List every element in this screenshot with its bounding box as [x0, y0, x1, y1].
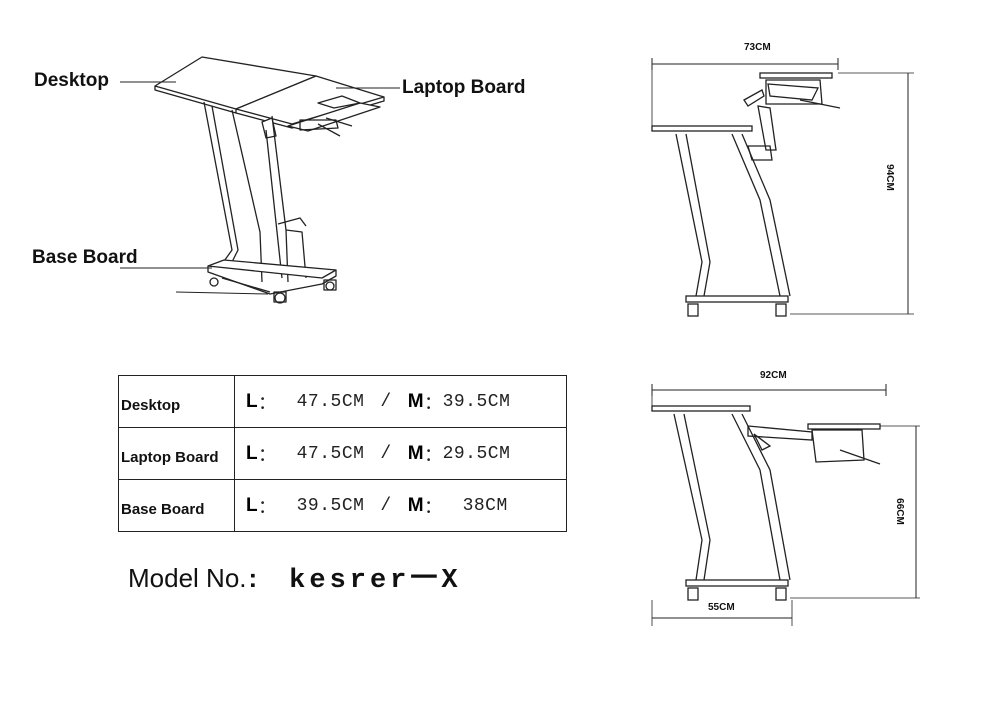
- bottom-width-label: 92CM: [760, 370, 787, 381]
- m-value: 39.5CM: [442, 391, 511, 412]
- row-value: L： 47.5CM / M：29.5CM: [234, 427, 567, 480]
- separator: /: [380, 495, 392, 516]
- l-value: 39.5CM: [296, 495, 365, 516]
- top-width-label: 73CM: [744, 42, 771, 53]
- row-value: L： 39.5CM / M：38CM: [234, 479, 567, 532]
- base-width-label: 55CM: [708, 602, 735, 613]
- row-value: L： 47.5CM / M：39.5CM: [234, 375, 567, 428]
- bottom-height-label: 66CM: [893, 498, 905, 525]
- desktop-callout: Desktop: [34, 70, 109, 91]
- l-value: 47.5CM: [296, 391, 365, 412]
- model-value: kesrer一X: [289, 566, 462, 596]
- laptop-board-callout: Laptop Board: [402, 77, 526, 98]
- model-label: Model No.: [128, 563, 247, 593]
- spec-table: Desktop L： 47.5CM / M：39.5CM Laptop Boar…: [118, 375, 567, 532]
- l-value: 47.5CM: [296, 443, 365, 464]
- m-value: 29.5CM: [442, 443, 511, 464]
- model-number: Model No.: kesrer一X: [128, 556, 462, 596]
- row-name: Laptop Board: [118, 427, 235, 480]
- m-label: M: [407, 390, 425, 412]
- table-row: Base Board L： 39.5CM / M：38CM: [118, 479, 567, 532]
- separator: /: [380, 391, 392, 412]
- l-label: L: [246, 442, 259, 464]
- model-colon: :: [248, 563, 258, 593]
- l-label: L: [246, 494, 259, 516]
- separator: /: [380, 443, 392, 464]
- l-label: L: [246, 390, 259, 412]
- table-row: Laptop Board L： 47.5CM / M：29.5CM: [118, 427, 567, 480]
- row-name: Desktop: [118, 375, 235, 428]
- row-name: Base Board: [118, 479, 235, 532]
- m-label: M: [407, 442, 425, 464]
- m-label: M: [407, 494, 425, 516]
- base-board-callout: Base Board: [32, 247, 138, 268]
- table-row: Desktop L： 47.5CM / M：39.5CM: [118, 375, 567, 428]
- m-value: 38CM: [462, 495, 508, 516]
